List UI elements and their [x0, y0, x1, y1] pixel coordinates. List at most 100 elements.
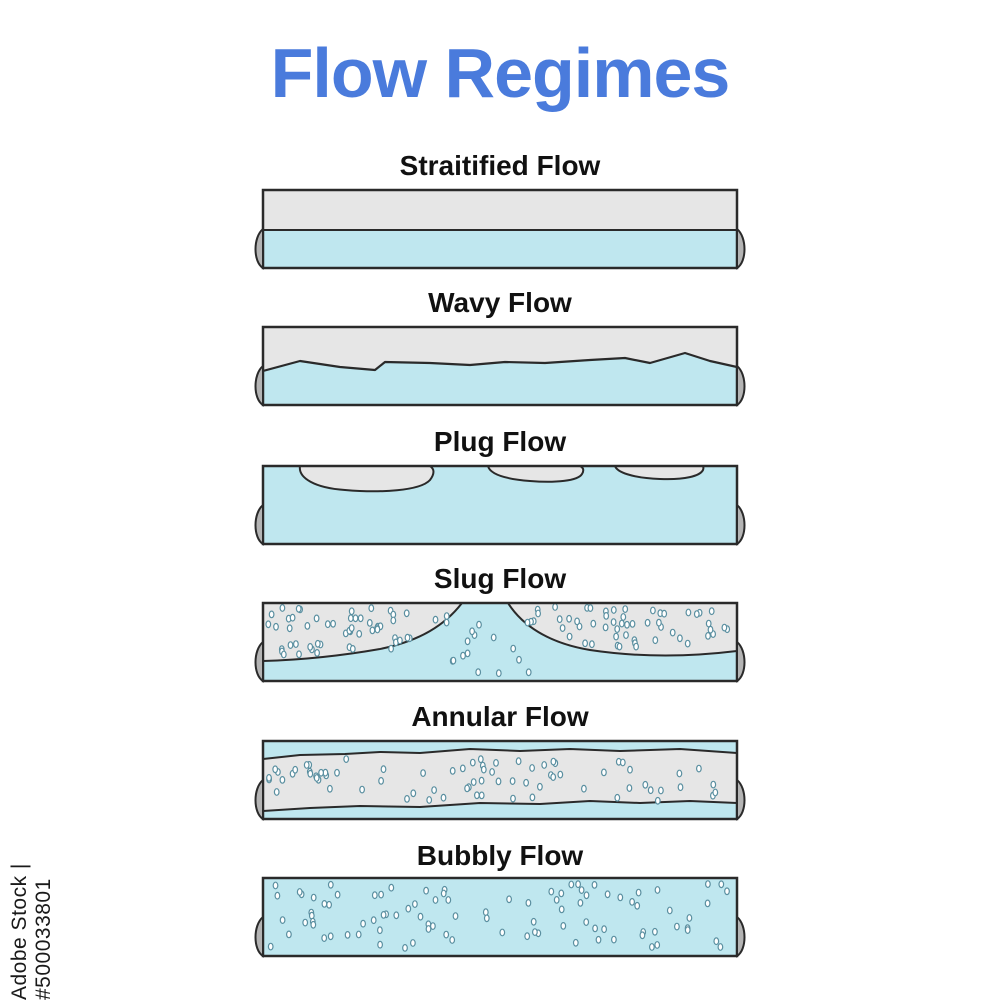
- bubble: [347, 614, 354, 623]
- bubble: [417, 912, 424, 921]
- bubble: [307, 643, 314, 651]
- bubble: [532, 928, 538, 936]
- bubble: [452, 912, 459, 920]
- bubble: [286, 930, 292, 939]
- pipe-interior: [263, 603, 737, 681]
- bubble: [568, 880, 575, 889]
- bubble: [293, 640, 299, 648]
- bubble: [677, 634, 683, 643]
- bubble: [560, 922, 567, 930]
- bubble: [483, 914, 490, 923]
- bubble: [432, 615, 439, 624]
- bubble: [374, 625, 381, 634]
- bubble: [583, 918, 590, 926]
- bubble: [397, 636, 403, 645]
- bubble: [349, 645, 356, 653]
- pipe-end-left: [254, 914, 264, 958]
- bubble: [477, 755, 484, 764]
- bubble: [470, 778, 477, 786]
- bubble: [334, 890, 341, 899]
- bubble: [366, 619, 373, 627]
- liquid-layer: [263, 230, 737, 268]
- bubble: [654, 796, 661, 805]
- bubble: [480, 765, 487, 774]
- bubble: [515, 757, 522, 766]
- bubble: [443, 930, 450, 939]
- bubble: [286, 624, 293, 633]
- bubble: [537, 782, 543, 791]
- bubble: [557, 770, 564, 779]
- bubble: [343, 755, 350, 763]
- bubble: [289, 613, 296, 622]
- bubble: [624, 620, 630, 629]
- bubble: [684, 926, 691, 934]
- bubble: [601, 925, 607, 934]
- bubble: [440, 793, 447, 802]
- bubble: [378, 777, 385, 785]
- bubble: [556, 615, 563, 624]
- bubble: [272, 881, 279, 890]
- bubble: [440, 889, 447, 898]
- bubble: [611, 935, 617, 944]
- bubble: [578, 886, 585, 894]
- pipe-wavy-flow: [254, 325, 746, 407]
- bubble: [420, 769, 427, 777]
- bubble: [603, 612, 610, 620]
- bubble: [510, 794, 516, 803]
- bubble: [279, 604, 286, 612]
- bubble: [647, 786, 654, 795]
- bubble: [450, 656, 457, 665]
- bubble: [516, 655, 522, 664]
- pipe-interior: [263, 327, 737, 405]
- pipe-interior: [263, 190, 737, 268]
- bubble: [324, 620, 331, 629]
- bubble: [402, 944, 408, 952]
- wave-interface: [263, 351, 737, 373]
- bubble: [618, 619, 625, 628]
- pipe-annular-flow: [254, 739, 746, 821]
- bubble: [273, 788, 280, 796]
- bubble: [464, 784, 471, 793]
- bubble: [460, 651, 466, 660]
- bubble: [708, 607, 715, 616]
- bubble: [443, 618, 450, 627]
- bubble: [321, 934, 328, 942]
- bubble: [658, 786, 664, 795]
- bubble: [474, 791, 480, 800]
- bubble: [495, 777, 502, 786]
- bubble: [355, 930, 362, 939]
- bubble: [274, 891, 281, 900]
- bubble: [390, 616, 397, 625]
- bubble: [313, 614, 320, 623]
- bubble: [469, 627, 476, 636]
- bubble: [490, 633, 497, 642]
- bubble: [717, 943, 724, 951]
- bubble: [535, 609, 541, 618]
- bubble: [310, 920, 317, 929]
- bubble: [430, 922, 436, 930]
- bubble: [432, 896, 439, 904]
- bubble: [279, 916, 286, 924]
- bubble: [296, 650, 302, 659]
- bubble: [649, 943, 655, 951]
- bubble: [524, 618, 531, 627]
- bubble: [266, 774, 272, 782]
- bubble: [713, 937, 720, 946]
- bubble: [635, 888, 642, 897]
- bubble: [326, 900, 333, 909]
- bubble: [426, 796, 433, 804]
- bubble: [378, 890, 385, 899]
- bubble: [393, 911, 400, 920]
- bubble: [529, 764, 535, 772]
- bubble: [654, 941, 661, 949]
- bubble: [661, 609, 668, 618]
- bubble: [541, 761, 548, 769]
- bubble: [464, 637, 471, 646]
- bubble: [287, 641, 294, 649]
- bubble: [412, 900, 418, 908]
- bubble: [524, 932, 531, 941]
- bubble: [443, 612, 450, 620]
- bubble: [318, 768, 325, 777]
- bubble: [410, 789, 417, 798]
- pipe-plug-flow: [254, 464, 746, 546]
